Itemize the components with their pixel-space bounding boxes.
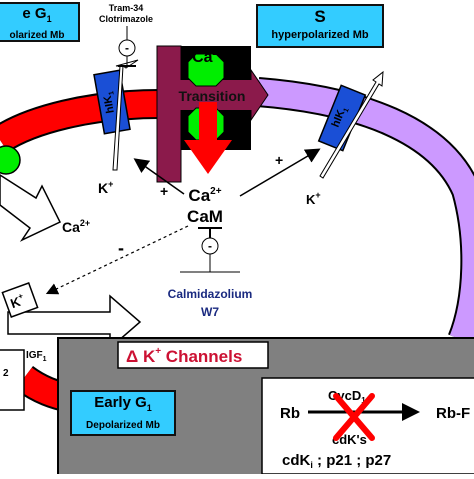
k-box — [1, 282, 39, 318]
early-g1-phase-box: Early G1 Depolarized Mb — [70, 390, 176, 436]
white-arrow-bottom — [7, 294, 142, 350]
left-cut-label: 2 — [3, 368, 9, 379]
s-phase-title: S — [314, 7, 326, 26]
inhibitor-bottom-line1: Calmidazolium — [168, 287, 253, 301]
inhibitor-top-minus: - — [125, 41, 129, 55]
s-phase-arc — [256, 77, 474, 345]
hik-channel-left: hIK1 — [93, 69, 131, 135]
cdki-line: cdKi ; p21 ; p27 — [282, 452, 391, 470]
s-phase-state: hyperpolarized Mb — [271, 29, 369, 41]
rb-panel — [261, 377, 474, 475]
minus-sign-dashed: - — [118, 238, 124, 258]
red-cross-icon — [333, 393, 375, 441]
inhibition-dashed-arrow — [45, 225, 189, 295]
k-left-label: K+ — [98, 179, 113, 196]
early-g1-state: Depolarized Mb — [86, 420, 160, 431]
plus-sign-left: + — [160, 183, 168, 199]
ca-left-label: Ca2+ — [62, 218, 90, 235]
ca-top-label: Ca2+ — [192, 47, 224, 66]
inhibitor-bottom-line2: W7 — [201, 305, 219, 319]
late-g1-phase-box: e G1 olarized Mb — [0, 2, 80, 42]
activation-arrow-left — [133, 158, 185, 195]
s-phase-box: S hyperpolarized Mb — [256, 4, 384, 48]
late-g1-title: e G1 — [22, 5, 52, 24]
left-cut-box — [0, 349, 25, 411]
hik-label-left: hIK1 — [101, 90, 119, 114]
transition-bar — [156, 45, 182, 183]
k-box-label: K+ — [8, 291, 27, 311]
green-marker-left — [0, 145, 21, 175]
rb-label: Rb — [280, 405, 300, 422]
early-g1-title: Early G1 — [94, 394, 152, 413]
rb-p-label: Rb-F — [436, 405, 470, 422]
plus-sign-right: + — [275, 152, 283, 168]
igf-label: IGF1 — [26, 350, 47, 363]
ca-influx-arrow-shaft — [199, 102, 217, 142]
transition-label: Transition — [179, 88, 246, 104]
white-arrow-left — [0, 174, 62, 242]
late-g1-state: olarized Mb — [9, 30, 65, 41]
ca-center-label: Ca2+ — [188, 186, 221, 205]
delta-channels-label: Δ K+ Channels — [126, 346, 242, 366]
inhibitor-top-line1: Tram-34 — [109, 3, 144, 13]
activation-arrow-right — [239, 148, 321, 197]
k-efflux-arrow-right — [319, 70, 384, 179]
green-octagon-top — [187, 53, 225, 87]
delta-channels-box — [117, 341, 269, 369]
k-efflux-arrow-left — [112, 59, 139, 171]
ca-influx-arrow-head — [184, 140, 232, 174]
inhibitor-top-icon — [118, 39, 136, 57]
inhibitor-top-line2: Clotrimazole — [99, 14, 153, 24]
cam-label: CaM — [187, 207, 223, 226]
k-right-label: K+ — [306, 190, 321, 207]
inhibitor-bottom-minus: - — [208, 239, 212, 253]
